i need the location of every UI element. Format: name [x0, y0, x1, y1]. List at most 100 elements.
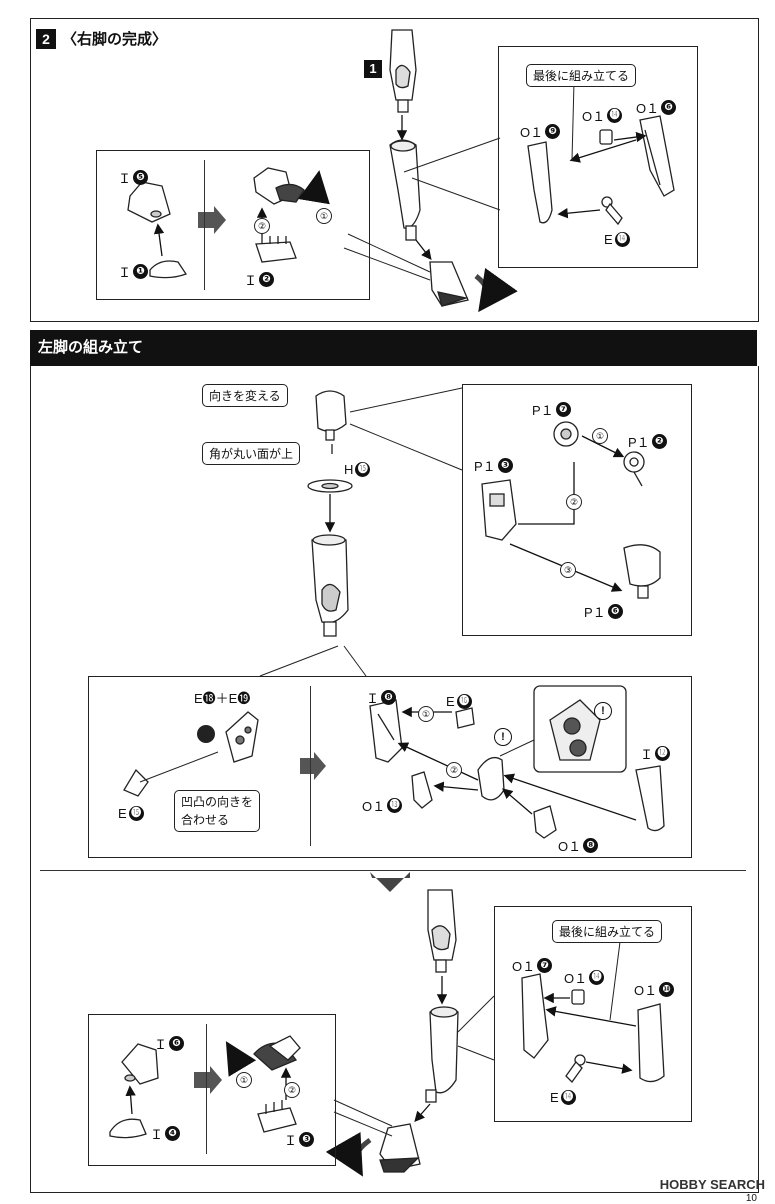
part-code: E	[118, 806, 127, 821]
part-code: E	[604, 232, 613, 247]
e16-part	[455, 707, 475, 729]
detail-box-mid	[88, 676, 692, 858]
part-number: ❼	[555, 402, 571, 417]
hint-dot	[197, 725, 215, 743]
part-number: ⓮	[560, 1090, 576, 1105]
order-mark-2-mid: ②	[446, 762, 462, 778]
step-number: 2	[36, 28, 56, 49]
upper-leg-part-top	[389, 29, 417, 113]
part-number: ⓭	[387, 798, 403, 813]
part-code: O１	[362, 799, 386, 814]
part-code: Ｉ	[150, 1127, 164, 1142]
upper-leg-part-bottom	[427, 889, 457, 973]
part-number: ❻	[607, 604, 623, 619]
detail-box-bottom-left	[88, 1014, 336, 1166]
order-mark-1-bottom: ①	[236, 1072, 252, 1088]
page-number: 10	[745, 1193, 757, 1204]
divider-horizontal	[40, 870, 746, 871]
o1-14-part-bottom	[571, 989, 585, 1005]
part-number: ⓮	[607, 108, 623, 123]
e-14-part	[601, 196, 623, 226]
order-mark-1-mid: ①	[418, 706, 434, 722]
down-arrow	[370, 872, 410, 892]
next-arrow-top	[198, 206, 226, 234]
part-code: P１	[628, 435, 650, 450]
p1-2-part	[623, 451, 645, 487]
o1-6-part	[639, 115, 675, 197]
order-mark-2-bottom: ②	[284, 1082, 300, 1098]
part-number: ⓮	[589, 970, 605, 985]
part-code: Ｉ	[118, 265, 132, 280]
part-code: Ｉ	[366, 691, 380, 706]
part-code: P１	[532, 403, 554, 418]
part-code: Ｉ	[640, 747, 654, 762]
part-code: O１	[564, 971, 588, 986]
section-left-leg	[30, 366, 759, 1193]
part-code: P１	[474, 459, 496, 474]
shin-part-top	[389, 139, 421, 241]
warning-mark-zoom: !	[594, 702, 612, 720]
detail-box-p1	[462, 384, 692, 636]
callout-last-bottom: 最後に組み立てる	[552, 920, 663, 943]
callout-turn: 向きを変える	[202, 384, 288, 407]
p1-6-part	[623, 544, 661, 599]
i1-part	[149, 260, 187, 279]
callout-round: 角が丸い面が上	[202, 442, 301, 465]
order-mark-1-p1: ①	[592, 428, 608, 444]
divider-bottom	[206, 1024, 207, 1154]
e15-part	[123, 768, 149, 797]
part-number: ⓮	[614, 232, 630, 247]
next-arrow-mid	[300, 752, 326, 780]
i6-part	[121, 1043, 159, 1085]
part-number: ❽	[583, 838, 599, 853]
part-number: ⓰	[456, 694, 472, 709]
part-number: ⓯	[128, 806, 144, 821]
warning-mark-mid: !	[494, 728, 512, 746]
order-mark-1-top: ①	[316, 208, 332, 224]
part-number: ❷	[651, 434, 667, 449]
part-code: O１	[634, 983, 658, 998]
part-number: ❽	[381, 690, 397, 705]
part-code: Ｉ	[244, 273, 258, 288]
part-code: Ｉ	[118, 171, 132, 186]
sub-step-number: 1	[364, 60, 382, 78]
part-number: ❻	[169, 1036, 185, 1051]
p1-3-part	[481, 479, 517, 541]
part-code: O１	[582, 109, 606, 124]
next-arrow-bottom	[194, 1066, 222, 1094]
h15-washer	[307, 479, 353, 493]
part-number: ❿	[659, 982, 675, 997]
order-mark-2-p1: ②	[566, 494, 582, 510]
part-number: ❷	[259, 272, 275, 287]
o1-7-part	[521, 973, 549, 1059]
part-code: E	[550, 1090, 559, 1105]
part-number: ❶	[133, 264, 149, 279]
knee-cap-part	[315, 390, 347, 441]
shin-part-bottom	[425, 1006, 459, 1103]
order-mark-3-p1: ③	[560, 562, 576, 578]
part-number: ❺	[133, 170, 149, 185]
part-code: H	[344, 462, 354, 477]
i4-part	[109, 1118, 147, 1139]
order-mark-2-top: ②	[254, 218, 270, 234]
part-number: ❸	[497, 458, 513, 473]
foot-part-top	[429, 261, 469, 307]
part-number: ⓬	[655, 746, 671, 761]
i5-assembled-part	[253, 167, 305, 205]
callout-align: 凹凸の向きを 合わせる	[174, 790, 261, 832]
